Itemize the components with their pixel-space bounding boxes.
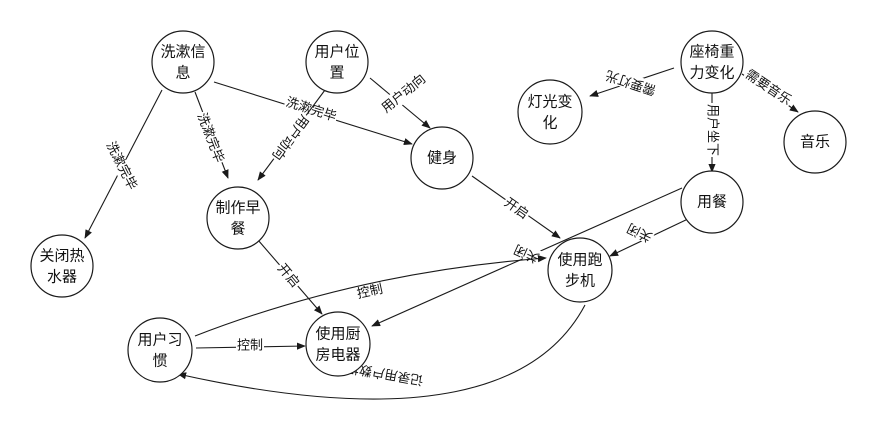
node-wash-info-line2: 息	[175, 64, 190, 82]
edge-label-location-to-breakfast: 用户动向	[269, 112, 313, 163]
edge-label-background	[741, 65, 796, 110]
edge-label-background	[354, 281, 386, 303]
edge-location-to-fitness: 用户动向	[369, 70, 431, 129]
edge-label-background	[624, 219, 656, 245]
node-use-treadmill: 使用跑 步机	[547, 237, 613, 303]
node-turn-off-heater-line1: 关闭热	[39, 247, 84, 265]
node-turn-off-heater-line2: 水器	[47, 268, 77, 286]
node-use-treadmill-line1: 使用跑	[557, 251, 602, 269]
edge-breakfast-to-kitchen: 开启	[257, 239, 323, 315]
edge-label-seat-to-music: 需要音乐	[742, 66, 794, 108]
node-user-habit: 用户习 惯	[127, 317, 193, 383]
edge-fitness-to-treadmill: 开启	[471, 175, 561, 239]
node-dining: 用餐	[680, 170, 744, 234]
edge-wash-to-breakfast: 洗漱完毕	[193, 91, 229, 179]
edge-label-seat-to-light: 需要灯光	[604, 67, 658, 97]
edge-label-background	[377, 70, 430, 117]
node-user-location: 用户位 置	[305, 30, 369, 94]
node-make-breakfast-line2: 餐	[230, 220, 245, 238]
edge-label-background	[235, 338, 265, 354]
node-light-change-line1: 灯光变	[527, 93, 572, 111]
edge-wash-to-heater: 洗漱完毕	[84, 89, 163, 239]
node-fitness: 健身	[410, 126, 474, 190]
node-user-location-line1: 用户位	[314, 43, 359, 61]
edge-label-background	[268, 110, 313, 164]
node-make-breakfast: 制作早 餐	[206, 186, 270, 250]
edge-label-background	[282, 94, 340, 126]
edge-habit-to-treadmill: 控制	[194, 255, 547, 337]
node-use-treadmill-line2: 步机	[565, 272, 595, 290]
node-wash-info: 洗漱信 息	[151, 30, 215, 94]
edge-dining-to-treadmill: 关闭	[609, 217, 691, 257]
node-use-kitchen-line1: 使用厨	[315, 325, 360, 343]
node-wash-info-line1: 洗漱信	[160, 43, 205, 61]
edge-label-background	[193, 110, 227, 166]
node-light-change-line2: 化	[542, 114, 557, 132]
edge-label-seat-to-dining: 用户坐下	[705, 104, 721, 156]
node-use-kitchen-line2: 房电器	[315, 346, 360, 364]
node-seat-gravity: 座椅重 力变化	[680, 30, 744, 94]
node-make-breakfast-line1: 制作早	[215, 199, 260, 217]
node-dining-line1: 用餐	[697, 193, 727, 211]
node-user-habit-line1: 用户习	[137, 331, 182, 349]
edge-label-habit-to-treadmill: 控制	[356, 282, 385, 302]
edge-label-wash-to-heater: 洗漱完毕	[103, 139, 140, 192]
edge-label-background	[102, 138, 140, 194]
edge-seat-to-light: 需要灯光	[589, 66, 675, 98]
edge-seat-to-music: 需要音乐	[741, 65, 799, 113]
node-music-line1: 音乐	[800, 133, 830, 151]
node-user-location-line2: 置	[329, 64, 344, 82]
node-seat-gravity-line1: 座椅重	[689, 43, 734, 61]
edge-label-habit-to-kitchen: 控制	[237, 339, 263, 354]
edge-seat-to-dining: 用户坐下	[704, 90, 721, 173]
edge-label-background	[273, 260, 303, 292]
edge-label-location-to-fitness: 用户动向	[378, 71, 428, 116]
edge-wash-to-fitness: 洗漱完毕	[213, 81, 413, 146]
edge-label-wash-to-breakfast: 洗漱完毕	[194, 111, 227, 165]
node-light-change: 灯光变 化	[517, 79, 583, 145]
node-music: 音乐	[783, 110, 847, 174]
edge-habit-to-kitchen: 控制	[195, 338, 306, 354]
node-seat-gravity-line2: 力变化	[689, 64, 734, 82]
edge-label-background	[500, 194, 532, 224]
node-user-habit-line2: 惯	[152, 352, 167, 370]
node-fitness-line1: 健身	[427, 149, 457, 167]
edge-label-background	[704, 102, 721, 158]
edge-label-background	[344, 358, 426, 389]
edge-label-background	[602, 66, 660, 98]
node-turn-off-heater: 关闭热 水器	[30, 234, 94, 298]
node-use-kitchen: 使用厨 房电器	[305, 311, 371, 377]
